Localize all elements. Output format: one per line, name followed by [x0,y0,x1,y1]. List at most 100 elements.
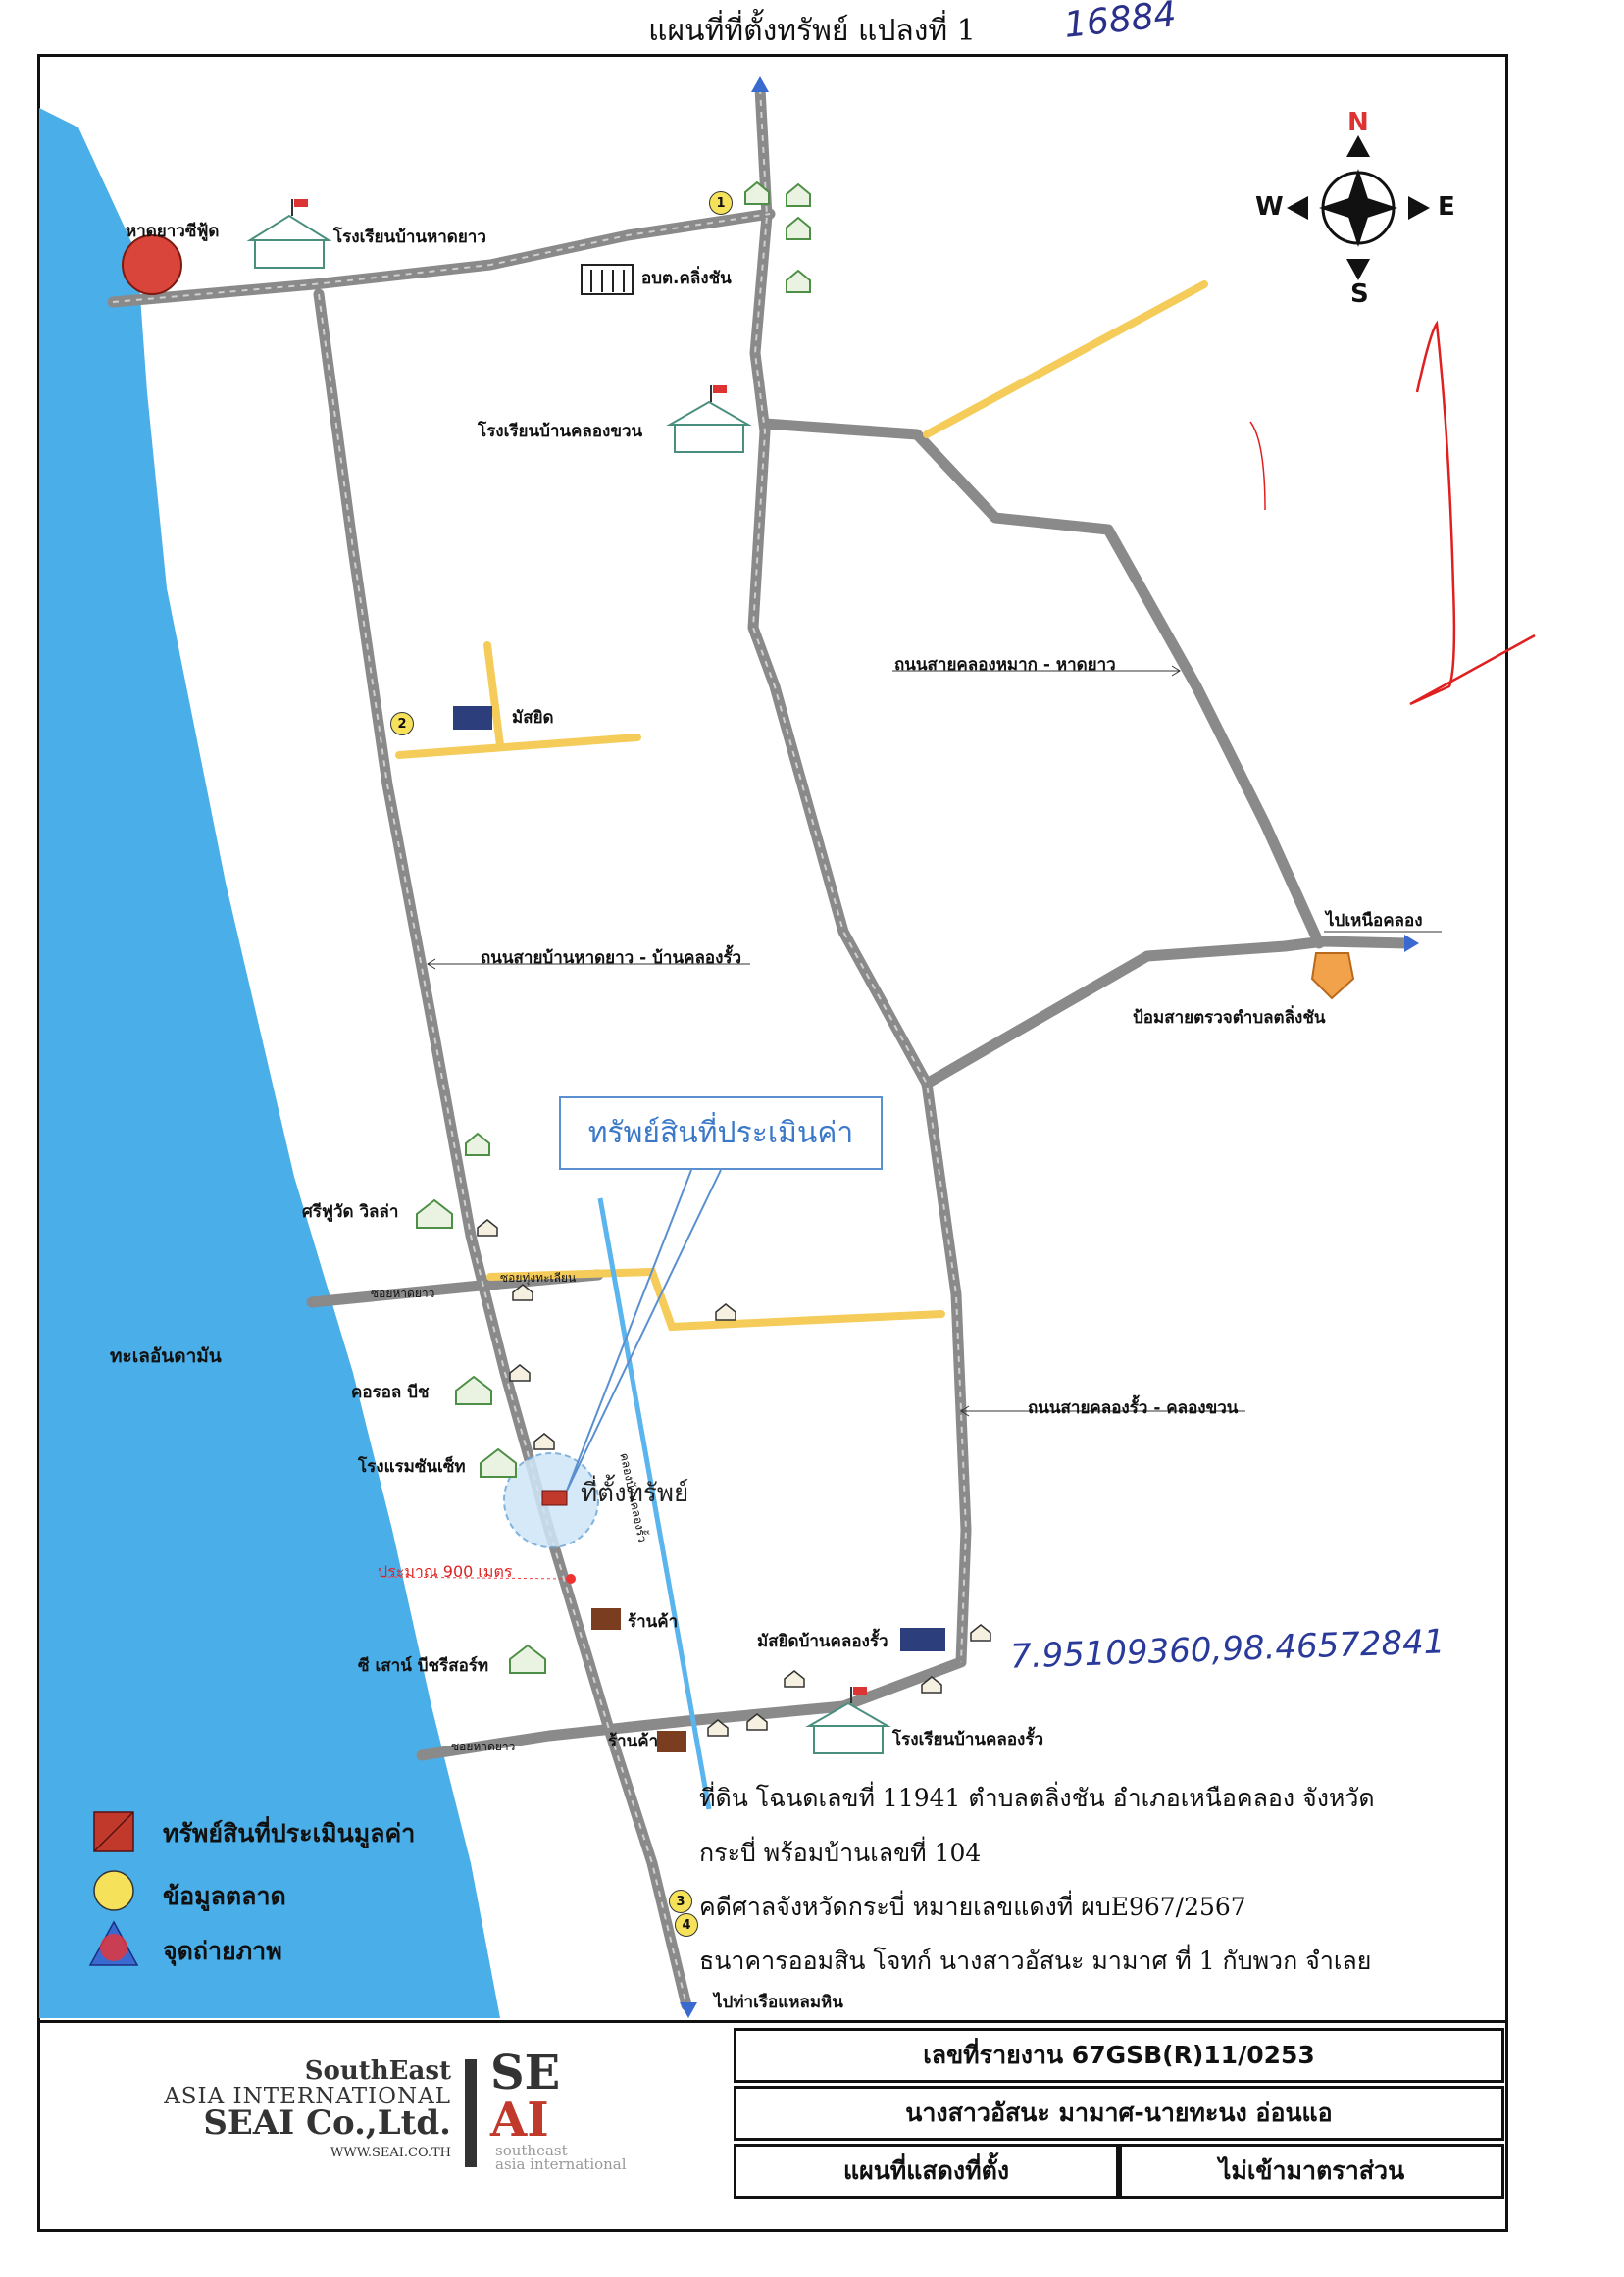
mosque-icon-2 [900,1628,945,1651]
compass-n: N [1347,108,1369,137]
label-approx-distance: ประมาณ 900 เมตร [378,1562,513,1581]
marker-4: 4 [675,1913,698,1937]
compass-e: E [1438,192,1455,222]
label-seafood: หาดยาวซีฟู้ด [126,222,220,241]
red-pen-stroke [1409,320,1536,706]
legend-photo: จุดถ่ายภาพ [163,1932,282,1971]
label-property-site: ที่ตั้งทรัพย์ [581,1479,689,1508]
soi-yellow-mid [486,1267,945,1332]
label-sunset-hotel: โรงแรมซันเซ็ท [358,1457,466,1477]
label-sea-sun-resort: ซี เสาน์ บีชรีสอร์ท [358,1656,489,1676]
map-title: แผนที่ที่ตั้งทรัพย์ แปลงที่ 1 [648,14,976,48]
arrow-north [751,76,769,92]
legend-circle [93,1870,134,1911]
map-type: แผนที่แสดงที่ตั้ง [842,2156,1010,2185]
scale-cell: ไม่เข้ามาตราส่วน [1119,2144,1504,2199]
info-line-1: ที่ดิน โฉนดเลขที่ 11941 ตำบลตลิ่งชัน อำเ… [699,1784,1375,1812]
house-icon-c [786,216,811,240]
shop-icon-1 [591,1608,621,1630]
office-icon [581,264,634,295]
company-name-2: ASIA INTERNATIONAL [164,2084,451,2109]
road-bottom [416,1656,967,1761]
road-khlong-mak [759,418,1325,949]
andaman-sea [39,108,500,2018]
label-mosque: มัสยิด [512,708,554,728]
house-icon-b [786,182,811,207]
label-sriwood-villa: ศรีฟูวัด วิลล่า [302,1202,399,1222]
label-coral-beach: คอรอล บีช [351,1383,430,1402]
compass-w: W [1255,192,1284,222]
report-number: เลขที่รายงาน 67GSB(R)11/0253 [923,2041,1315,2069]
logo-se: SE [490,2046,561,2100]
label-mosque-khlong-rua: มัสยิดบ้านคลองรั้ว [757,1632,888,1651]
logo-sub-1: southeast [495,2142,568,2159]
marker-3: 3 [669,1890,692,1913]
info-line-3: คดีศาลจังหวัดกระบี่ หมายเลขแดงที่ ผบE967… [699,1893,1246,1921]
arrow-south [680,2002,697,2018]
label-police-box: ป้อมสายตรวจตำบลตลิ่งชัน [1133,1008,1326,1028]
legend-property: ทรัพย์สินที่ประเมินมูลค่า [163,1814,415,1853]
resort-icon-3 [480,1447,517,1478]
house-icon-e [465,1132,490,1156]
company-website: WWW.SEAI.CO.TH [330,2146,451,2160]
legend-property-label: ทรัพย์สินที่ประเมินมูลค่า [163,1819,416,1847]
property-callout: ทรัพย์สินที่ประเมินค่า [559,1096,883,1170]
label-road-khlong-rua: ถนนสายคลองรั้ว - คลองขวน [1028,1398,1239,1418]
compass-s: S [1350,279,1369,309]
school-icon-3 [805,1687,891,1754]
info-line-4: ธนาคารออมสิน โจทก์ นางสาวอัสนะ มามาศ ที่… [699,1947,1372,1975]
shop-icon-2 [657,1731,686,1752]
soi-yellow-mosque-h [395,734,641,759]
distance-dot [566,1574,576,1584]
legend-market: ข้อมูลตลาด [163,1877,286,1916]
house-icon-d [786,269,811,293]
scale-note: ไม่เข้ามาตราส่วน [1218,2156,1405,2185]
road-north [747,82,972,1668]
police-box-icon [1310,952,1355,1000]
label-soi-1: ซอยหาดยาว [371,1287,435,1300]
resort-icon-2 [455,1375,492,1405]
label-to-nuea-khlong: ไปเหนือคลอง [1326,911,1423,931]
school-icon-2 [666,385,752,453]
label-tambon-office: อบต.คลิ่งชัน [641,269,732,288]
callout-pointer [566,1169,722,1492]
label-road-khlong-mak: ถนนสายคลองหมาก - หาดยาว [894,655,1116,675]
label-road-haad-yao: ถนนสายบ้านหาดยาว - บ้านคลองรั้ว [481,948,742,968]
info-line-2: กระบี่ พร้อมบ้านเลขที่ 104 [699,1839,982,1867]
owners-cell: นางสาวอัสนะ มามาศ-นายทะนง อ่อนแอ [734,2086,1504,2141]
soi-yellow-mosque-v [483,641,504,749]
label-school-haad-yao: โรงเรียนบ้านหาดยาว [333,228,486,247]
road-to-police [921,936,1413,1089]
soi-yellow-ne [923,280,1208,438]
resort-icon-1 [416,1198,453,1229]
label-soi-3: ซอยหาดยาว [451,1740,516,1753]
resort-icon-4 [509,1644,546,1674]
legend-market-label: ข้อมูลตลาด [163,1882,286,1910]
logo-ai: AI [490,2093,549,2148]
label-shop-2: ร้านค้า [608,1732,659,1751]
property-square [541,1490,568,1506]
label-school-khlong-rua: โรงเรียนบ้านคลองรั้ว [892,1730,1044,1749]
house-icon-a [744,180,770,205]
legend-photo-label: จุดถ่ายภาพ [163,1937,282,1965]
arrow-east [1404,935,1419,952]
school-icon-1 [246,199,332,269]
marker-1: 1 [709,191,733,215]
map-type-cell: แผนที่แสดงที่ตั้ง [734,2144,1119,2199]
owners-names: นางสาวอัสนะ มามาศ-นายทะนง อ่อนแอ [905,2099,1333,2127]
company-name-1: SouthEast [304,2056,451,2086]
compass-rose [1287,135,1430,280]
marker-2: 2 [390,712,414,735]
seafood-icon [122,234,182,295]
logo-bar [465,2059,477,2167]
label-to-laem-hin-pier: ไปท่าเรือแหลมหิน [714,1993,843,2012]
report-number-cell: เลขที่รายงาน 67GSB(R)11/0253 [734,2028,1504,2083]
label-school-khlong-khuan: โรงเรียนบ้านคลองขวน [478,422,643,441]
company-name-3: SEAI Co.,Ltd. [203,2103,451,2143]
canal-line [597,1197,712,1810]
label-shop-1: ร้านค้า [628,1612,679,1632]
mosque-icon-1 [453,706,492,730]
label-soi-2: ซอยทุ่งทะเลียน [500,1271,577,1285]
logo-sub-2: asia international [495,2155,627,2173]
